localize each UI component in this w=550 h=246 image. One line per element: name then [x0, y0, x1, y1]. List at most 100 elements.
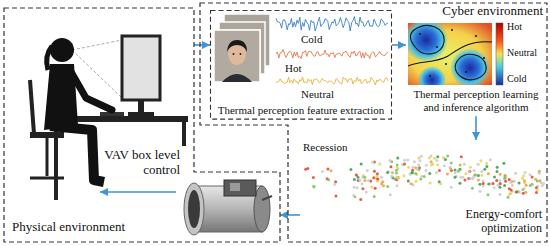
- photo-card: [214, 30, 260, 82]
- scatter-dot: [529, 173, 532, 176]
- chair-post: [46, 138, 49, 176]
- scatter-dot: [387, 170, 390, 173]
- scatter-dot: [395, 169, 398, 172]
- scatter-dot: [376, 177, 379, 180]
- node-label: VAV box level control: [96, 148, 180, 178]
- scatter-dot: [306, 167, 309, 170]
- scatter-dot: [423, 175, 426, 178]
- scatter-dot: [460, 155, 463, 158]
- scatter-dot: [367, 179, 370, 182]
- chair-seat: [30, 132, 64, 138]
- scatter-dot: [518, 181, 521, 184]
- node-label: Physical environment: [12, 220, 125, 235]
- scatter-dot: [373, 195, 376, 198]
- scatter-dot: [371, 161, 374, 164]
- scatter-dot: [360, 163, 363, 166]
- scatter-dot: [327, 178, 330, 181]
- head: [50, 38, 74, 62]
- scatter-dot: [529, 184, 532, 187]
- signal-label: Neutral: [300, 88, 335, 100]
- box-outline: [200, 3, 547, 242]
- scatter-dot: [330, 169, 333, 172]
- scatter-dot: [499, 173, 502, 176]
- process-panel: Thermal perception learning and inferenc…: [406, 20, 546, 116]
- scatter-dot: [450, 186, 453, 189]
- signal-label: Neutral: [506, 47, 538, 58]
- scatter-dot: [521, 177, 524, 180]
- scatter-dot: [391, 171, 394, 174]
- scatter-dot: [536, 180, 539, 183]
- scatter-dot: [454, 171, 457, 174]
- node-label: Thermal perception learning and inferenc…: [406, 88, 546, 113]
- scatter-dot: [326, 167, 329, 170]
- scatter-dot: [496, 166, 499, 169]
- scatter-dot: [363, 179, 366, 182]
- scatter-dot: [424, 169, 427, 172]
- scatter-dot: [443, 164, 446, 167]
- arm: [70, 70, 112, 110]
- scatter-dot: [354, 174, 357, 177]
- scatter-dot: [410, 182, 413, 185]
- scatter-dot: [479, 159, 482, 162]
- scatter-dot: [389, 159, 392, 162]
- environment-box: VAV box level controlPhysical environmen…: [4, 8, 280, 246]
- node-label: Thermal perception feature extraction: [210, 104, 392, 117]
- signal-label: Recession: [302, 141, 349, 153]
- scatter-dot: [395, 184, 398, 187]
- desk-leg: [182, 122, 186, 146]
- scatter-dot: [312, 185, 315, 188]
- scatter-dot: [518, 191, 521, 194]
- duct-opening: [188, 190, 200, 228]
- scatter-dot: [503, 184, 506, 187]
- scatter-dot: [412, 166, 415, 169]
- scatter-dot: [419, 178, 422, 181]
- scatter-dot: [508, 193, 511, 196]
- scatter-dot: [535, 191, 538, 194]
- scatter-dot: [483, 168, 486, 171]
- scatter-dot: [510, 188, 513, 191]
- scatter-dot: [487, 183, 490, 186]
- scatter-dot: [449, 168, 452, 171]
- scatter-dot: [395, 171, 398, 174]
- scatter-dot: [458, 182, 461, 185]
- scatter-dot: [349, 168, 352, 171]
- process-panel: Energy-comfort optimization: [300, 140, 546, 240]
- scatter-dot: [407, 179, 410, 182]
- scatter-dot: [469, 177, 472, 180]
- scatter-dot: [454, 169, 457, 172]
- scatter-dot: [411, 171, 414, 174]
- flow-arrow: [194, 44, 210, 46]
- scatter-plot: [304, 155, 545, 201]
- scatter-dot: [480, 170, 483, 173]
- scatter-dot: [428, 157, 431, 160]
- scatter-dot: [435, 171, 438, 174]
- scatter-dot: [417, 157, 420, 160]
- scatter-dot: [525, 184, 528, 187]
- scatter-dot: [511, 184, 514, 187]
- scatter-dot: [430, 160, 433, 163]
- scatter-dot: [433, 157, 436, 160]
- scatter-dot: [396, 166, 399, 169]
- scatter-dot: [380, 182, 383, 185]
- scatter-dot: [414, 172, 417, 175]
- scatter-dot: [378, 163, 381, 166]
- scatter-dot: [531, 176, 534, 179]
- scatter-dot: [487, 172, 490, 175]
- node-label: Cyber environment: [442, 4, 543, 19]
- chair-back: [30, 80, 34, 134]
- scatter-dot: [499, 193, 502, 196]
- scatter-dot: [474, 173, 477, 176]
- thermal-heatmap: [408, 23, 492, 85]
- signal-label: Hot: [284, 62, 303, 74]
- scatter-dot: [413, 160, 416, 163]
- person-at-desk: [30, 36, 188, 200]
- color-bar: [496, 23, 503, 85]
- scatter-dot: [352, 194, 355, 197]
- scatter-dot: [536, 188, 539, 191]
- scatter-dot: [389, 165, 392, 168]
- leg: [50, 126, 104, 182]
- flow-arrow: [475, 116, 477, 140]
- scatter-dot: [416, 168, 419, 171]
- scatter-dot: [435, 159, 438, 162]
- scatter-dot: [370, 186, 373, 189]
